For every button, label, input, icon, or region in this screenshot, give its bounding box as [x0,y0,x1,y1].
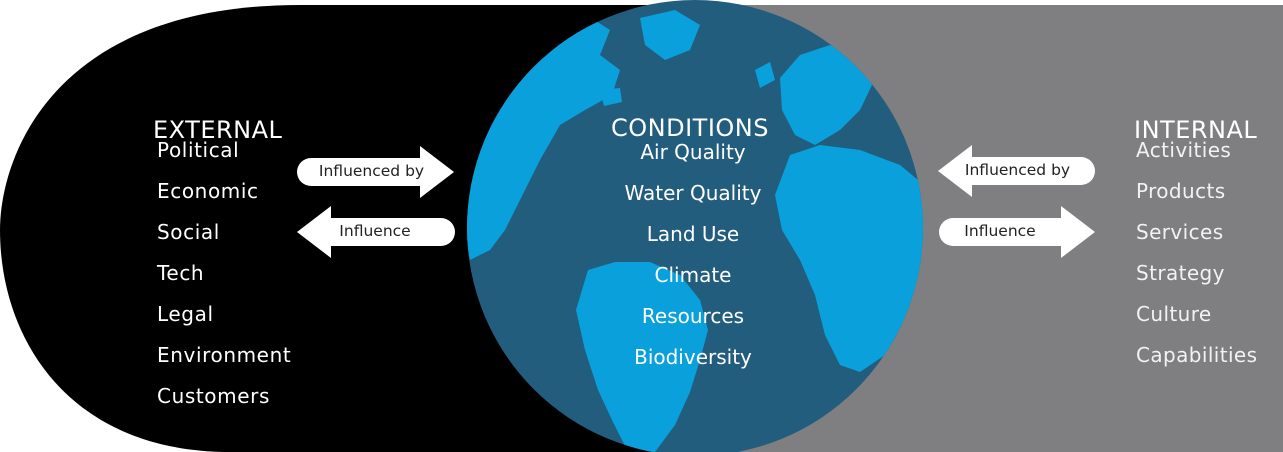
external-factor-item: Political [157,138,240,162]
external-heading: EXTERNAL [153,116,283,144]
condition-item: Air Quality [640,140,746,164]
external-factor-item: Legal [157,302,214,326]
external-factor-item: Customers [157,384,270,408]
influenced-by-arrow-right [297,146,454,198]
internal-heading: INTERNAL [1134,116,1258,144]
influence-label-left: Influence [339,222,411,240]
external-factor-item: Tech [157,261,205,285]
internal-factor-item: Products [1136,179,1226,203]
influence-arrow-left [297,206,455,258]
internal-factor-item: Culture [1136,302,1212,326]
influenced-by-label-left: Influenced by [318,162,425,180]
influence-arrow-right [939,206,1095,258]
external-factor-item: Environment [157,343,292,367]
condition-item: Climate [654,263,732,287]
external-factor-item: Economic [157,179,259,203]
external-factor-item: Social [157,220,220,244]
condition-item: Land Use [646,222,740,246]
conditions-heading: CONDITIONS [611,114,769,142]
condition-item: Resources [641,304,745,328]
globe [467,0,923,452]
influence-label-right: Influence [964,222,1036,240]
condition-item: Water Quality [624,181,762,205]
influenced-by-label-right: Influenced by [964,161,1071,179]
influenced-by-arrow-left [938,145,1095,197]
internal-factor-item: Activities [1136,138,1232,162]
condition-item: Biodiversity [634,345,752,369]
internal-factor-item: Strategy [1136,261,1225,285]
internal-factor-item: Capabilities [1136,343,1258,367]
globe-land [467,10,923,452]
internal-factor-item: Services [1136,220,1224,244]
